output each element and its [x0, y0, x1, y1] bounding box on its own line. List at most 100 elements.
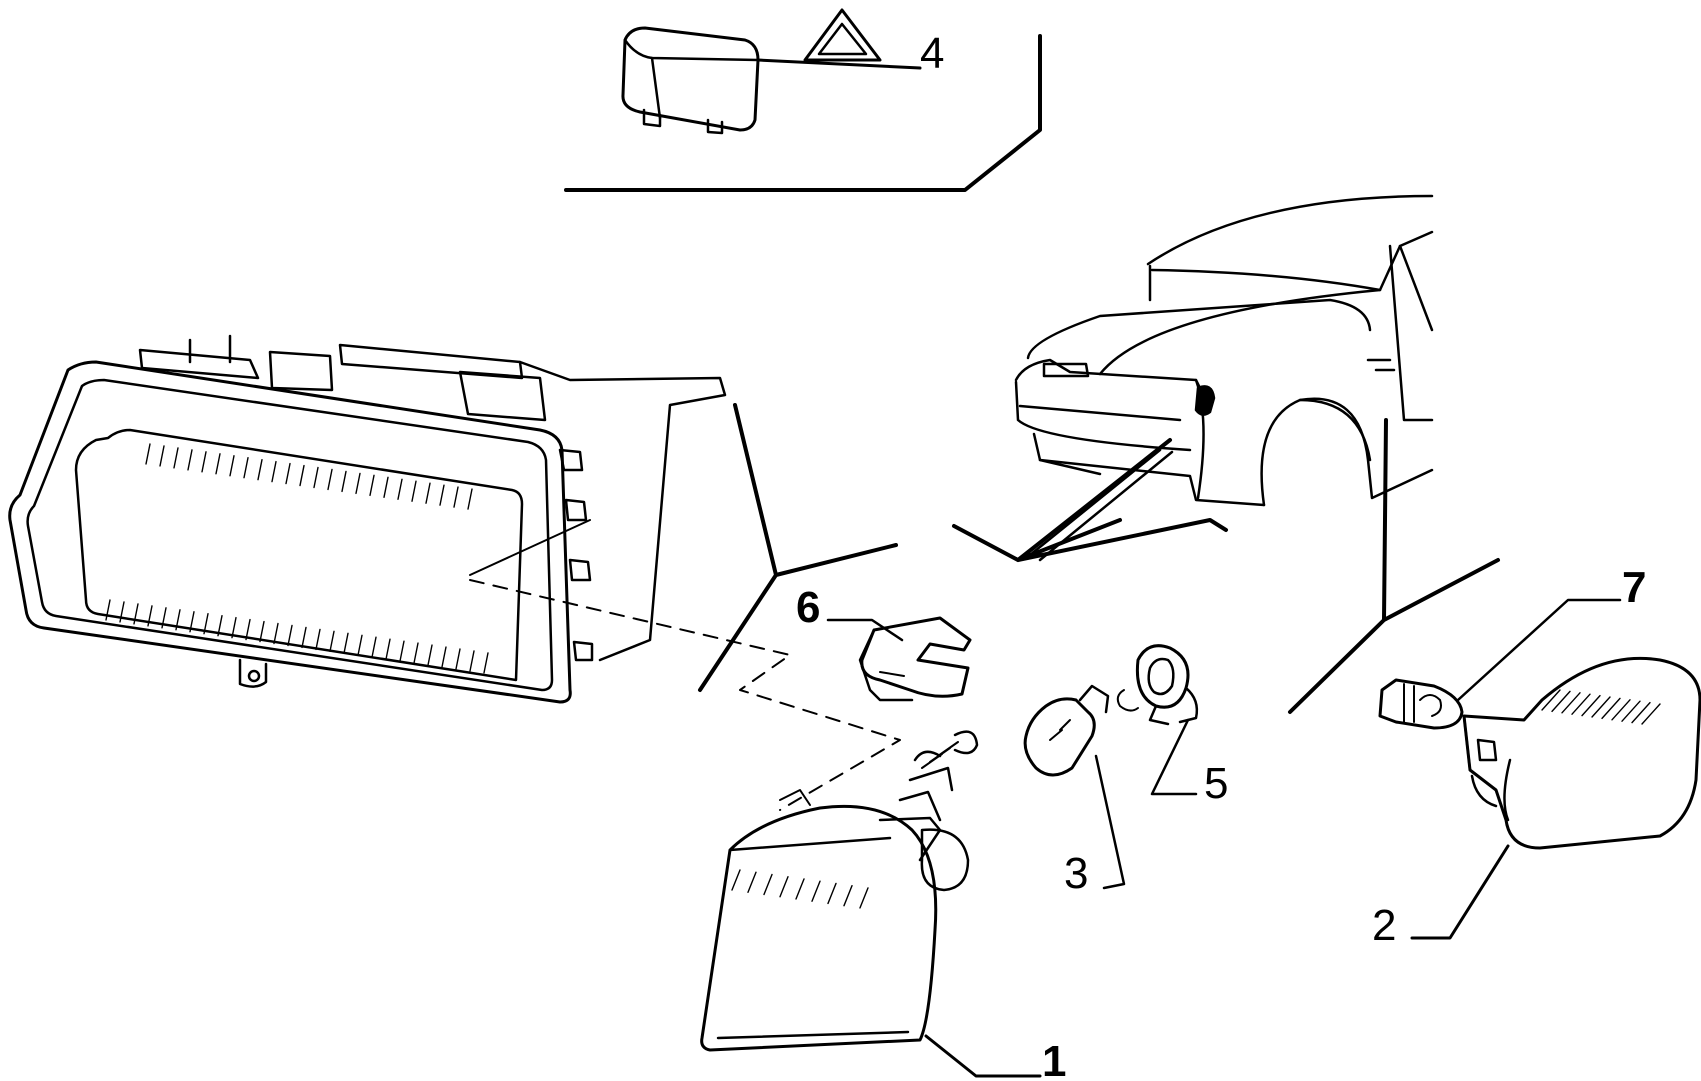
turn-signal-lens-hatching: [731, 869, 869, 909]
wedge-bulb: [1378, 678, 1464, 730]
hatch-stroke: [469, 650, 475, 672]
hatch-stroke: [1541, 689, 1561, 711]
hatch-stroke: [795, 878, 805, 900]
hatch-stroke: [413, 642, 419, 664]
callout-2: 2: [1372, 901, 1396, 950]
hatch-stroke: [245, 618, 251, 641]
hatch-stroke: [455, 648, 461, 670]
hatch-stroke: [385, 638, 391, 660]
hatch-stroke: [467, 488, 473, 510]
headlamp-location-bracket: [698, 403, 898, 692]
headlamp-lens-hatching: [105, 443, 489, 674]
hatch-stroke: [243, 457, 249, 479]
bulb-holder: [1116, 644, 1199, 726]
assembly-dash-line: [469, 579, 901, 811]
hatch-stroke: [229, 455, 235, 477]
side-repeater-lens-hatching: [1541, 689, 1661, 725]
hatch-stroke: [411, 480, 417, 502]
hatch-stroke: [259, 620, 265, 643]
hatch-stroke: [1591, 696, 1611, 718]
leader-line-6: [826, 618, 904, 642]
side-repeater-location: [1288, 418, 1500, 714]
leader-line-3: [1094, 754, 1126, 890]
hatch-stroke: [287, 624, 293, 647]
hatch-stroke: [315, 628, 321, 651]
hatch-stroke: [159, 445, 165, 467]
car-location-lines: [1028, 448, 1174, 562]
hatch-stroke: [257, 458, 263, 481]
hatch-stroke: [231, 616, 237, 639]
hatch-stroke: [1641, 703, 1661, 725]
hatch-stroke: [189, 611, 195, 633]
hatch-stroke: [483, 652, 489, 674]
hatch-stroke: [397, 478, 403, 500]
hatch-stroke: [343, 632, 349, 655]
hatch-stroke: [763, 873, 773, 896]
clip: [858, 616, 972, 702]
hatch-stroke: [299, 464, 305, 487]
hatch-stroke: [1551, 690, 1571, 713]
hatch-stroke: [119, 601, 125, 623]
hatch-stroke: [203, 613, 209, 635]
hatch-stroke: [313, 466, 319, 489]
hatch-stroke: [187, 449, 193, 471]
hatch-stroke: [217, 614, 223, 637]
hatch-stroke: [1601, 697, 1621, 720]
leader-line-2: [1410, 844, 1510, 940]
callout-6: 6: [796, 583, 820, 632]
hatch-stroke: [747, 871, 757, 893]
turn-signal-lamp: [700, 730, 979, 1052]
hatch-stroke: [215, 453, 221, 475]
callout-3: 3: [1064, 849, 1088, 898]
hatch-stroke: [439, 484, 445, 506]
hatch-stroke: [173, 447, 179, 469]
hatch-stroke: [1611, 699, 1631, 721]
hatch-stroke: [105, 599, 111, 621]
hatch-stroke: [371, 636, 377, 658]
leader-line-5: [1150, 718, 1198, 796]
hatch-stroke: [341, 470, 347, 493]
hatch-stroke: [1561, 692, 1581, 714]
hatch-stroke: [271, 460, 277, 483]
turn-signal-bulb: [1023, 684, 1110, 777]
hatch-stroke: [453, 486, 459, 508]
hatch-stroke: [355, 472, 361, 495]
hatch-stroke: [161, 607, 167, 629]
headlamp-assembly: [8, 334, 727, 704]
leader-line-7: [1456, 598, 1622, 702]
hatch-stroke: [301, 626, 307, 649]
hatch-stroke: [327, 468, 333, 491]
hatch-stroke: [369, 474, 375, 497]
hatch-stroke: [399, 640, 405, 662]
relay-location-bracket: [564, 34, 1042, 192]
side-repeater-lamp: [1462, 656, 1701, 850]
callout-1: 1: [1042, 1037, 1066, 1081]
car-location-bracket: [952, 438, 1228, 562]
hatch-stroke: [859, 887, 869, 909]
hatch-stroke: [425, 482, 431, 504]
hatch-stroke: [1581, 694, 1601, 717]
hatch-stroke: [441, 646, 447, 668]
hatch-stroke: [147, 605, 153, 627]
hatch-stroke: [1631, 701, 1651, 724]
hatch-stroke: [731, 869, 741, 891]
hatch-stroke: [811, 880, 821, 902]
hatch-stroke: [843, 884, 853, 907]
hatch-stroke: [133, 603, 139, 625]
hatch-stroke: [201, 451, 207, 473]
callout-4: 4: [920, 29, 944, 78]
warning-triangle-icon: [803, 8, 882, 62]
hatch-stroke: [175, 609, 181, 631]
assembly-dash-line-2: [469, 519, 591, 576]
flasher-relay: [621, 26, 760, 135]
hatch-stroke: [779, 876, 789, 898]
hatch-stroke: [427, 644, 433, 666]
hatch-stroke: [285, 462, 291, 485]
hatch-stroke: [1621, 700, 1641, 722]
leader-line-1: [924, 1034, 1042, 1078]
hatch-stroke: [329, 630, 335, 653]
hatch-stroke: [383, 476, 389, 499]
hatch-stroke: [827, 882, 837, 905]
hatch-stroke: [145, 443, 151, 465]
